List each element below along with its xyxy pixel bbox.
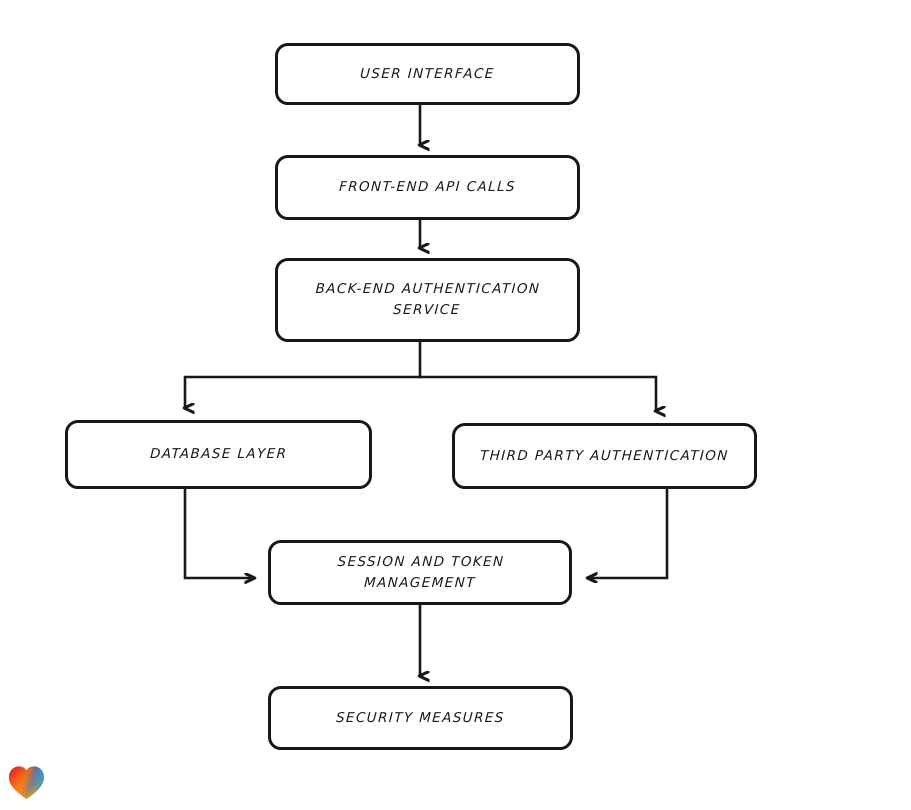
node-user-interface-label: User Interface [359, 65, 496, 82]
node-third-party-authentication-label: Third Party Authentication [479, 447, 730, 464]
node-back-end-authentication-service[interactable]: Back-End Authentication Service [275, 258, 580, 342]
node-front-end-api-calls[interactable]: Front-End API Calls [275, 155, 580, 220]
node-session-and-token-management-label: Session and Token Management [336, 553, 505, 591]
node-session-and-token-management[interactable]: Session and Token Management [268, 540, 572, 605]
node-back-end-authentication-service-label: Back-End Authentication Service [315, 281, 541, 318]
edge-backend-to-database [185, 375, 420, 408]
edge-thirdparty-to-session [588, 489, 669, 578]
heart-icon [9, 766, 44, 799]
node-security-measures[interactable]: Security Measures [268, 686, 573, 750]
node-security-measures-label: Security Measures [335, 709, 506, 726]
edge-backend-to-thirdparty [420, 375, 656, 411]
node-third-party-authentication[interactable]: Third Party Authentication [452, 423, 757, 489]
node-database-layer[interactable]: Database Layer [65, 420, 372, 489]
node-database-layer-label: Database Layer [149, 446, 288, 463]
node-user-interface[interactable]: User Interface [275, 43, 580, 105]
edge-database-to-session [183, 489, 254, 578]
node-front-end-api-calls-label: Front-End API Calls [338, 179, 517, 196]
